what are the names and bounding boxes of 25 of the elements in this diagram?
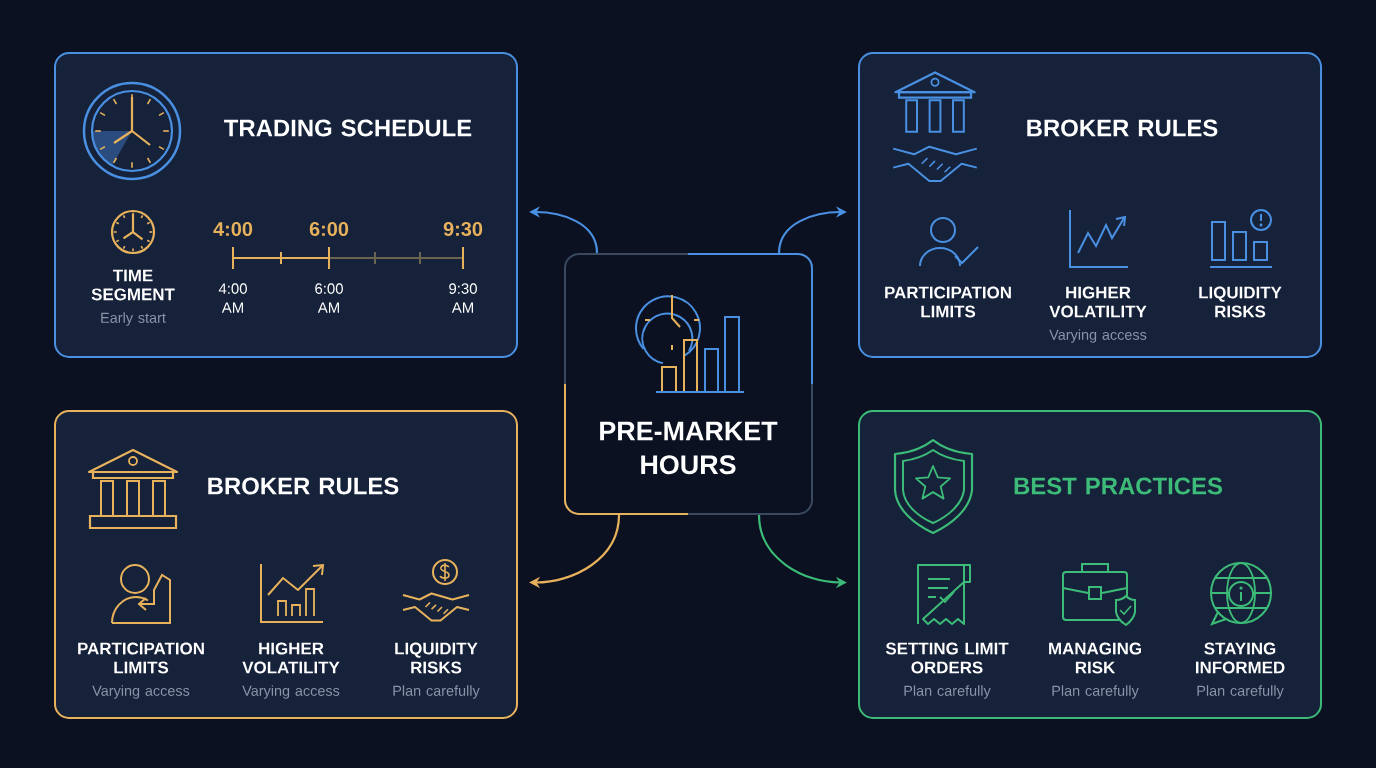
item-note: Plan carefully bbox=[393, 685, 480, 699]
item-note: Varying access bbox=[1049, 329, 1147, 343]
item-label: TIME SEGMENT bbox=[91, 269, 175, 301]
center-box: PRE-MARKET HOURS bbox=[564, 253, 813, 515]
time-label: 9:30 AM bbox=[449, 283, 477, 313]
item-label: PARTICIPATION LIMITS bbox=[78, 642, 204, 674]
time-label: 6:00 bbox=[309, 221, 349, 237]
item-label: PARTICIPATION LIMITS bbox=[885, 286, 1011, 318]
item-label: MANAGING RISK bbox=[1049, 642, 1141, 674]
item-label: LIQUIDITY RISKS bbox=[395, 642, 478, 674]
item-note: Plan carefully bbox=[1197, 685, 1284, 699]
item-note: Plan carefully bbox=[1052, 685, 1139, 699]
item-note: Early start bbox=[101, 312, 166, 326]
time-label: 6:00 AM bbox=[315, 283, 343, 313]
item-label: HIGHER VOLATILITY bbox=[1049, 286, 1147, 318]
time-label: 4:00 bbox=[213, 221, 253, 237]
time-label: 4:00 AM bbox=[218, 283, 247, 313]
item-label: LIQUIDITY RISKS bbox=[1199, 286, 1282, 318]
item-label: STAYING INFORMED bbox=[1196, 642, 1285, 674]
item-note: Plan carefully bbox=[904, 685, 991, 699]
item-note: Varying access bbox=[242, 685, 340, 699]
item-label: SETTING LIMIT ORDERS bbox=[885, 642, 1009, 674]
item-label: HIGHER VOLATILITY bbox=[242, 642, 340, 674]
item-note: Varying access bbox=[92, 685, 190, 699]
time-label: 9:30 bbox=[443, 221, 483, 237]
